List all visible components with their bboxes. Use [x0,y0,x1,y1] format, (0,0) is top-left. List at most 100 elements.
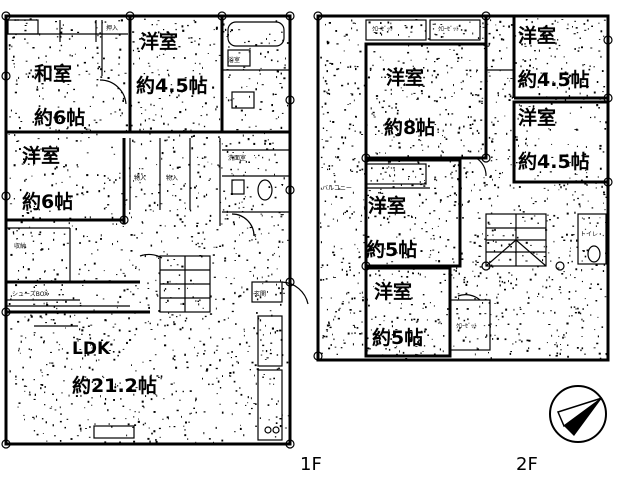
speckle [357,248,359,250]
speckle [153,411,156,413]
speckle [476,235,479,238]
speckle [567,344,569,346]
speckle [579,37,581,39]
speckle [44,404,46,406]
speckle [405,26,408,29]
speckle [205,137,208,139]
speckle [546,220,548,222]
speckle [160,115,162,118]
floor1-room-labels: 和室 約6帖 洋室 約4.5帖 洋室 約6帖 LDK 約21.2帖 [22,30,208,397]
floor1-label: 1F [300,454,322,475]
speckle [393,136,395,138]
speckle [444,136,446,138]
speckle [119,172,121,174]
speckle [142,361,144,363]
speckle [167,259,169,262]
speckle [128,330,131,332]
speckle [157,20,160,22]
speckle [450,67,453,69]
speckle [245,341,248,344]
speckle [209,295,212,298]
speckle [476,261,479,263]
speckle [537,86,539,88]
speckle [577,50,580,52]
speckle [197,300,199,302]
speckle [282,214,284,216]
speckle [602,91,604,93]
speckle [171,175,173,177]
speckle [25,22,28,24]
speckle [504,95,507,98]
speckle [9,177,11,179]
speckle [14,134,16,137]
speckle [156,375,159,377]
speckle [157,323,159,326]
speckle [356,171,358,173]
speckle [13,36,15,39]
speckle [402,293,405,295]
speckle [412,272,414,275]
speckle [265,324,266,327]
speckle [17,278,19,280]
speckle [446,64,448,67]
speckle [479,272,482,275]
speckle [373,51,376,53]
speckle [55,121,57,123]
speckle [516,236,519,239]
speckle [537,296,539,297]
speckle [178,94,180,97]
speckle [440,322,442,325]
speckle [51,362,54,364]
speckle [536,68,538,70]
speckle [36,433,39,436]
speckle [74,314,76,316]
speckle [208,179,210,181]
speckle [497,94,499,97]
speckle [367,347,370,350]
speckle [380,27,383,30]
speckle [135,266,137,268]
speckle [534,273,537,276]
speckle [279,83,282,84]
speckle [467,116,469,119]
speckle [247,396,249,399]
speckle [144,255,146,258]
speckle [162,53,165,55]
speckle [79,302,82,304]
speckle [332,333,333,336]
speckle [491,141,494,143]
speckle [39,278,41,280]
speckle [21,163,24,165]
speckle [254,403,257,405]
speckle [572,225,575,227]
speckle [323,90,326,93]
speckle [234,203,237,206]
speckle [512,287,514,290]
speckle [155,439,157,441]
speckle [125,199,128,201]
speckle [76,124,79,126]
speckle [507,158,509,160]
speckle [275,118,278,120]
speckle [462,339,465,342]
speckle [278,116,279,118]
speckle [185,108,187,111]
speckle [60,31,63,34]
speckle [599,233,601,235]
speckle [186,361,189,363]
speckle [156,231,158,234]
speckle [105,398,107,401]
speckle [522,313,525,315]
speckle [510,222,512,224]
speckle [236,129,239,131]
speckle [326,308,328,311]
speckle [380,22,382,24]
speckle [91,381,93,383]
speckle [54,278,57,281]
speckle [234,431,236,433]
speckle [401,303,402,305]
toilet-label: トイレ [580,231,598,238]
speckle [596,222,599,224]
speckle [433,100,436,102]
speckle [232,174,234,176]
